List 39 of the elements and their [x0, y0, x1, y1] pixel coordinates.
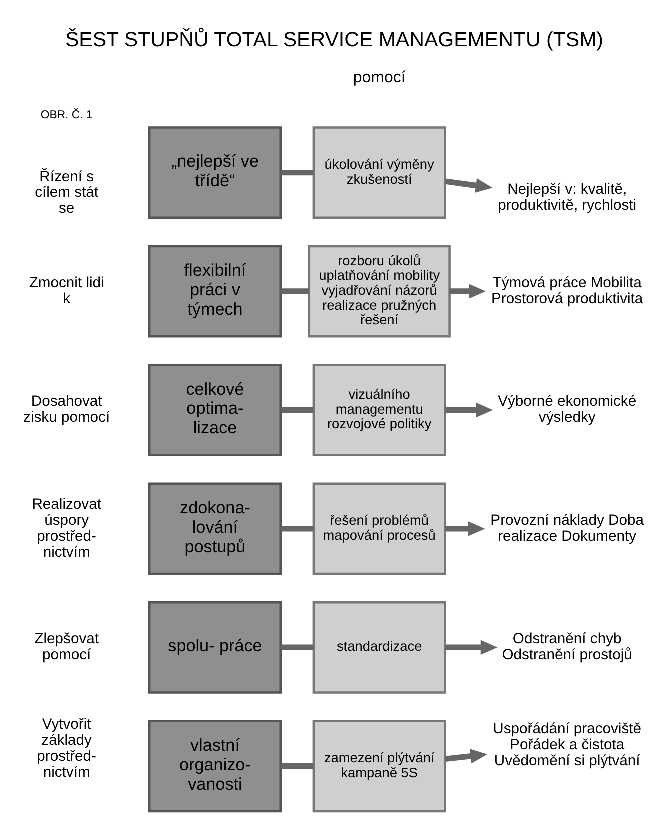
node-text: Týmová práce Mobilita Prostorová produktivita: [492, 275, 644, 308]
node-box: vlastní organizo- vanosti: [148, 720, 282, 813]
label: pomocí: [353, 69, 406, 86]
node-box: řešení problémů mapování procesů: [312, 482, 446, 576]
diagram-title: ŠEST STUPŇŮ TOTAL SERVICE MANAGEMENTU (TSM): [65, 28, 604, 52]
node-label: Zlepšovat pomocí: [34, 632, 99, 664]
connector: [280, 764, 314, 770]
node-box: vizuálního managementu rozvojové politiky: [312, 364, 446, 456]
node-box: „nejlepší ve třídě“: [148, 126, 282, 220]
node-box: celkové optima- lizace: [148, 364, 282, 456]
arrow: [446, 640, 498, 655]
connector: [280, 526, 314, 532]
node-box: flexibilní práci v týmech: [148, 245, 282, 338]
node-text: Nejlepší v: kvalitě, produktivitě, rychlosti: [498, 182, 637, 214]
connector: [280, 407, 314, 414]
node-label: Vytvořit základy prostřed- nictvím: [37, 717, 97, 782]
node-box: zdokona- lování postupů: [148, 482, 282, 576]
node-label: Zmocnit lidi k: [29, 275, 104, 308]
node-text: Uspořádání pracoviště Pořádek a čistota Uvědomění si plýtvání: [493, 722, 642, 770]
node-label: Řízení s cílem stát se: [35, 169, 99, 218]
arrow: [445, 749, 488, 764]
node-box: zamezení plýtvání kampaně 5S: [312, 720, 446, 813]
node-text: Provozní náklady Doba realizace Dokumenty: [490, 512, 644, 545]
node-text: Výborné ekonomické výsledky: [498, 394, 637, 426]
arrow: [446, 522, 486, 536]
node-box: rozboru úkolů uplatňování mobility vyjadřování názorů realizace pružných řešení: [308, 245, 451, 338]
node-label: Dosahovat zisku pomocí: [24, 394, 110, 426]
node-box: spolu- práce: [148, 601, 282, 694]
node-box: standardizace: [312, 601, 446, 694]
arrow: [450, 284, 486, 299]
label: OBR. Č. 1: [40, 110, 93, 122]
arrow: [445, 178, 493, 194]
node-text: Odstranění chyb Odstranění prostojů: [502, 632, 632, 664]
node-box: úkolování výměny zkušeností: [312, 126, 446, 220]
connector: [280, 288, 310, 294]
node-label: Realizovat úspory prostřed- nictvím: [32, 496, 102, 561]
arrow: [446, 402, 494, 418]
connector: [280, 170, 314, 176]
connector: [280, 644, 314, 650]
